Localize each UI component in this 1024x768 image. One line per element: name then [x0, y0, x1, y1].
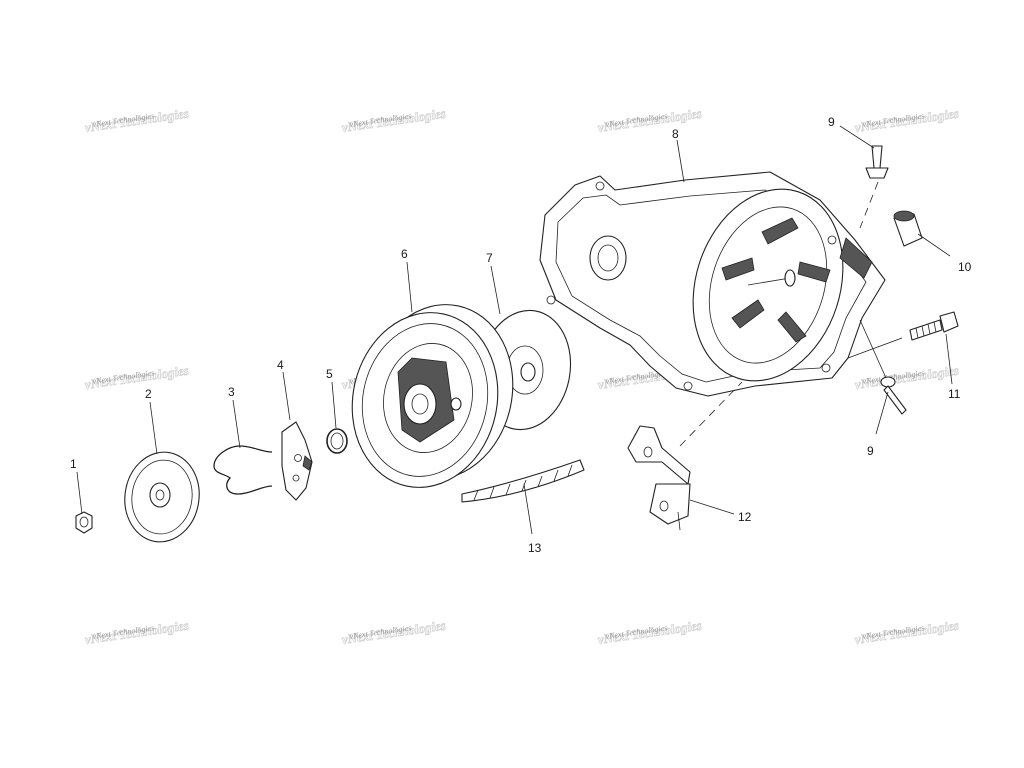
rope-body — [461, 459, 585, 503]
part-hex-nut — [75, 511, 93, 534]
rope-twist — [473, 464, 573, 501]
bracket-upper-plate — [627, 425, 691, 485]
housing-bolt-hole — [683, 381, 693, 391]
housing-flange-inner — [555, 189, 867, 383]
part-rope-guide-bracket — [627, 425, 691, 531]
pulley-pawl-pin — [450, 397, 462, 411]
pawl-hole — [292, 474, 300, 482]
housing-guide-hole — [597, 244, 619, 272]
housing-vanes — [721, 217, 831, 343]
pulley-recess — [383, 343, 473, 453]
callout-9-top: 9 — [828, 115, 835, 129]
bracket-foot — [677, 511, 681, 531]
rivet-top-shank — [871, 145, 883, 169]
callout-1: 1 — [70, 457, 77, 471]
part-rivet-top — [865, 145, 889, 179]
housing-bolt-hole — [595, 181, 605, 191]
callout-labels: 1 2 3 4 5 6 7 8 9 10 11 9 12 13 — [70, 115, 972, 555]
pulley-groove — [361, 323, 489, 477]
retaining-clip-wire — [213, 445, 273, 495]
callout-9-lower: 9 — [867, 444, 874, 458]
callout-6: 6 — [401, 247, 408, 261]
washer-plate-hub — [149, 482, 171, 508]
housing-drum-inner — [708, 206, 828, 364]
housing-bolt-hole — [827, 235, 837, 245]
pawl-tip — [302, 455, 313, 471]
bracket-hole — [643, 446, 653, 458]
callout-5: 5 — [326, 367, 333, 381]
part-washer-plate — [124, 451, 200, 543]
callout-8: 8 — [672, 127, 679, 141]
pawl-hole — [294, 454, 302, 462]
housing-mount-tab — [839, 237, 873, 279]
watermark: vNext Technologies vNext Technologies — [596, 105, 702, 135]
part-pawl — [281, 421, 313, 501]
pawl-body — [281, 421, 313, 501]
callout-12: 12 — [738, 510, 752, 524]
bracket-lower-plate — [649, 483, 691, 525]
part-starter-housing — [539, 171, 886, 397]
housing-shaft — [747, 277, 791, 286]
watermark: vNext Technologies vNext Technologies — [340, 617, 446, 647]
part-pawl-spring — [326, 428, 348, 454]
spring-cup-center — [520, 362, 536, 382]
callout-10: 10 — [958, 260, 972, 274]
pulley-hub-bore — [411, 393, 429, 415]
callout-7: 7 — [486, 251, 493, 265]
rivet-top-head — [865, 167, 889, 179]
washer-plate-ring — [131, 459, 193, 535]
housing-bolt-hole — [821, 363, 831, 373]
bolt-threads — [915, 321, 937, 339]
callout-2: 2 — [145, 387, 152, 401]
watermark: vNext Technologies vNext Technologies — [853, 105, 959, 135]
callout-11: 11 — [948, 387, 961, 401]
pulley-hub — [403, 383, 437, 425]
watermark: vNext Technologies vNext Technologies — [340, 105, 446, 135]
part-recoil-pulley — [351, 304, 514, 488]
rivet-lower-shank — [883, 385, 907, 415]
pawl-spring-coil — [326, 428, 348, 454]
bolt-shank — [909, 319, 943, 341]
part-bushing — [893, 210, 923, 247]
bolt-head — [939, 311, 959, 333]
watermark: vNext Technologies vNext Technologies — [83, 362, 189, 392]
hex-nut-body — [75, 511, 93, 534]
washer-plate-bore — [155, 489, 165, 501]
part-rivet-lower — [880, 376, 907, 415]
watermark: vNext Technologies vNext Technologies — [853, 617, 959, 647]
part-retaining-clip — [213, 445, 273, 495]
watermark: vNext Technologies vNext Technologies — [596, 617, 702, 647]
callout-4: 4 — [277, 358, 284, 372]
callout-3: 3 — [228, 385, 235, 399]
housing-shaft-end — [784, 269, 796, 287]
housing-bolt-hole — [546, 295, 556, 305]
watermark: vNext Technologies vNext Technologies — [83, 105, 189, 135]
hex-nut-bore — [79, 516, 89, 528]
bushing-end — [893, 210, 915, 222]
housing-guide-boss — [589, 235, 627, 281]
watermark: vNext Technologies vNext Technologies — [853, 362, 959, 392]
part-starter-rope — [461, 459, 585, 503]
part-bolt — [909, 311, 959, 341]
leader-lines — [76, 125, 953, 535]
watermark: vNext Technologies vNext Technologies — [83, 617, 189, 647]
pawl-spring-coil-inner — [330, 432, 344, 450]
bracket-hole — [659, 500, 669, 512]
callout-13: 13 — [528, 541, 542, 555]
assembly-lines — [679, 181, 879, 447]
housing-drum-outer — [692, 188, 844, 382]
